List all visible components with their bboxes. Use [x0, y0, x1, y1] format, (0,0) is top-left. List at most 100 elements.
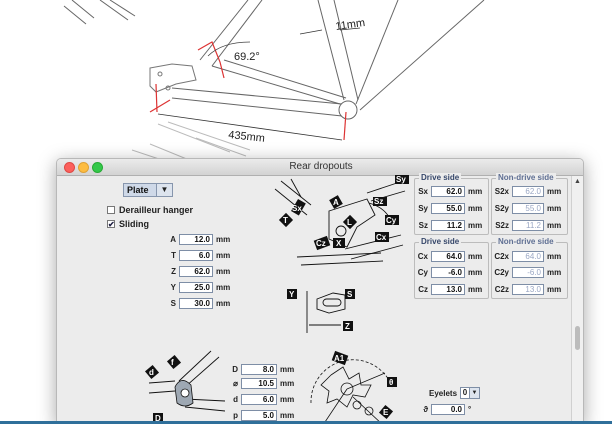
field-cx-input[interactable]: 64.0 [431, 251, 465, 262]
close-window-button[interactable] [64, 162, 75, 173]
svg-text:d: d [149, 368, 154, 377]
checkbox-box[interactable] [107, 205, 115, 214]
vertical-scrollbar[interactable]: ▲ [571, 176, 583, 423]
checkmark-icon[interactable]: ✔ [107, 219, 115, 229]
marker-t: T [278, 212, 294, 228]
field-label: A [170, 235, 176, 244]
field-z-input[interactable]: 62.0 [179, 266, 213, 277]
non-drive-side-s-group: Non-drive side [491, 173, 568, 235]
field-theta-input[interactable]: 0.0 [431, 404, 465, 415]
field-a-input[interactable]: 12.0 [179, 234, 213, 245]
marker-e: E [378, 404, 394, 420]
field-row-cz: Cz 13.0 mm [418, 284, 483, 295]
field-s2z-input[interactable]: 11.2 [512, 220, 544, 231]
svg-text:Y: Y [289, 290, 295, 299]
scrollbar-thumb[interactable] [575, 326, 580, 350]
angle-label: 69.2° [234, 51, 260, 63]
svg-text:Cx: Cx [376, 233, 387, 242]
field-y-input[interactable]: 25.0 [179, 282, 213, 293]
field-row-p: p 5.0 mm [233, 410, 295, 421]
frame-tubes [63, 0, 485, 117]
svg-text:Cy: Cy [386, 216, 397, 225]
field-row-c2x: C2x 64.0 mm [494, 251, 562, 262]
field-c2y-input[interactable]: -6.0 [512, 267, 544, 278]
marker-s: S [345, 289, 355, 299]
marker-a1: A1 [331, 350, 349, 366]
drive-side-c-group: Drive side [414, 237, 489, 299]
svg-text:Z: Z [345, 322, 350, 331]
field-row-t: T 6.0 mm [165, 250, 230, 261]
svg-text:A: A [333, 198, 339, 207]
field-row-d: D 8.0 mm [232, 364, 295, 375]
zoom-window-button[interactable] [92, 162, 103, 173]
field-s2y-input[interactable]: 55.0 [512, 203, 544, 214]
svg-text:T: T [283, 216, 288, 225]
field-sy-input[interactable]: 55.0 [431, 203, 465, 214]
field-unit: mm [216, 251, 231, 260]
field-s-input[interactable]: 30.0 [179, 298, 213, 309]
group-title: Drive side [419, 237, 462, 246]
tube-width-dimension [299, 27, 361, 35]
svg-text:θ: θ [389, 378, 393, 387]
marker-a: A [329, 195, 343, 209]
marker-x: X [333, 238, 345, 248]
marker-z: Z [343, 321, 353, 331]
marker-d-small: d [145, 364, 160, 380]
dropout-type-value: Plate [123, 183, 157, 197]
window-title: Rear dropouts [289, 161, 353, 172]
field-row-sx: Sx 62.0 mm [418, 186, 483, 197]
field-label: Y [170, 283, 176, 292]
marker-cz: Cz [313, 235, 331, 251]
field-row-d-small: d 6.0 mm [233, 394, 295, 405]
field-row-cy: Cy -6.0 mm [417, 267, 483, 278]
minimize-window-button[interactable] [78, 162, 89, 173]
field-row-c2y: C2y -6.0 mm [494, 267, 562, 278]
field-row-cx: Cx 64.0 mm [417, 251, 483, 262]
field-c2z-input[interactable]: 13.0 [512, 284, 544, 295]
svg-text:A1: A1 [334, 354, 345, 363]
non-drive-side-c-group: Non-drive side [491, 237, 568, 299]
field-t-input[interactable]: 6.0 [179, 250, 213, 261]
rear-dropout-plate [149, 63, 197, 93]
marker-sx: Sx [291, 198, 306, 216]
group-title: Non-drive side [496, 237, 556, 246]
field-row-a: A 12.0 mm [165, 234, 230, 245]
window-titlebar[interactable]: Rear dropouts [57, 159, 583, 176]
eyelet-angle-diagram: A1 θ E [310, 350, 397, 423]
field-s2x-input[interactable]: 62.0 [512, 186, 544, 197]
marker-theta: θ [387, 377, 397, 387]
eyelets-label: Eyelets [429, 388, 458, 398]
svg-text:Sy: Sy [396, 175, 406, 184]
derailleur-hanger-checkbox[interactable]: Derailleur hanger [107, 204, 193, 215]
marker-l: L [342, 214, 358, 230]
field-row-s: S 30.0 mm [165, 298, 230, 309]
marker-f: f [166, 354, 182, 370]
eyelets-select[interactable]: Eyelets 0 ▼ [429, 387, 481, 399]
field-diameter-input[interactable]: 10.5 [241, 378, 277, 389]
chevron-down-icon[interactable]: ▼ [470, 387, 481, 399]
field-p-input[interactable]: 5.0 [241, 410, 277, 421]
angle-arc [207, 41, 251, 57]
sliding-checkbox[interactable]: ✔ Sliding [107, 218, 149, 229]
field-sx-input[interactable]: 62.0 [431, 186, 465, 197]
field-cy-input[interactable]: -6.0 [431, 267, 465, 278]
scroll-up-icon[interactable]: ▲ [574, 178, 581, 185]
field-sz-input[interactable]: 11.2 [431, 220, 465, 231]
chainstay-length-label: 435mm [228, 129, 266, 145]
eyelets-value[interactable]: 0 [460, 387, 471, 399]
field-row-diameter: ⌀ 10.5 mm [233, 378, 295, 389]
field-d-input[interactable]: 8.0 [241, 364, 277, 375]
field-unit: mm [216, 283, 231, 292]
field-d-small-input[interactable]: 6.0 [241, 394, 277, 405]
field-cz-input[interactable]: 13.0 [431, 284, 465, 295]
svg-text:Sx: Sx [292, 204, 302, 213]
dropout-type-select[interactable]: Plate ▼ [123, 183, 173, 197]
field-label: Z [171, 267, 176, 276]
field-c2x-input[interactable]: 64.0 [512, 251, 544, 262]
chevron-down-icon[interactable]: ▼ [157, 183, 173, 197]
drive-side-s-group: Drive side [414, 173, 489, 235]
svg-text:L: L [347, 218, 352, 227]
field-label: S [170, 299, 176, 308]
frame-drawing: 69.2° 11mm 435mm [63, 0, 485, 167]
field-unit: mm [216, 267, 231, 276]
